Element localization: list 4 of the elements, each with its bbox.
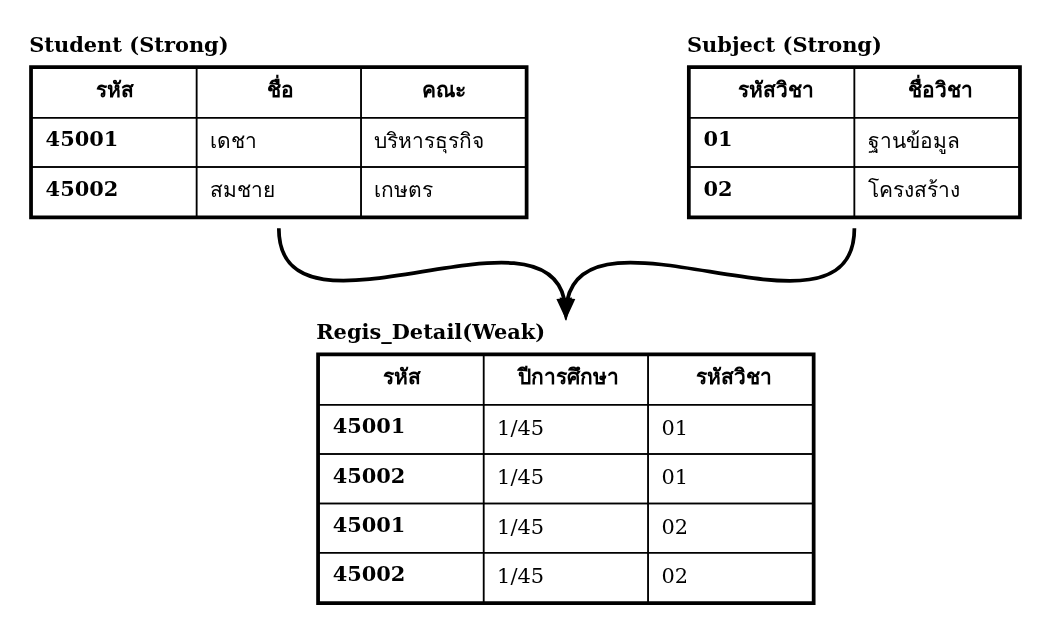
node-label: Subject (Strong) (686, 31, 882, 57)
node-label: Student (Strong) (29, 31, 229, 57)
node-label: Regis_Detail(Weak) (316, 318, 546, 344)
arrow (559, 227, 857, 321)
